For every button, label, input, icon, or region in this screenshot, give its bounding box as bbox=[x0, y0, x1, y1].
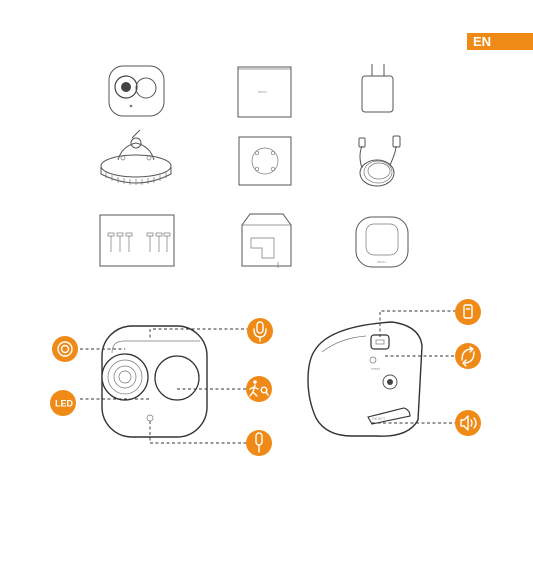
booklet-icon: imou bbox=[238, 67, 291, 117]
base-station-brand: imou bbox=[377, 259, 386, 264]
base-station-icon: imou bbox=[356, 217, 408, 267]
light-sensor-icon bbox=[246, 430, 272, 456]
camera-back-diagram: reset RESET bbox=[308, 322, 422, 436]
sync-button-icon bbox=[455, 343, 481, 369]
camera-front-icon bbox=[109, 66, 164, 116]
led-label: LED bbox=[55, 399, 74, 409]
microphone-icon bbox=[247, 318, 273, 344]
mount-base-icon bbox=[101, 130, 171, 185]
camera-front-diagram bbox=[102, 326, 207, 437]
power-adapter-icon bbox=[362, 64, 393, 112]
led-icon: LED bbox=[50, 390, 76, 416]
speaker-icon bbox=[455, 410, 481, 436]
usb-cable-icon bbox=[359, 136, 400, 186]
pir-sensor-icon bbox=[246, 376, 272, 402]
booklet-brand: imou bbox=[258, 89, 267, 94]
template-sheet-icon bbox=[239, 137, 291, 185]
lens-icon bbox=[52, 336, 78, 362]
usb-port-icon bbox=[455, 299, 481, 325]
screw-pack-icon bbox=[100, 215, 174, 266]
svg-text:reset: reset bbox=[371, 366, 381, 371]
waterproof-cover-icon bbox=[242, 214, 291, 268]
svg-text:RESET: RESET bbox=[372, 416, 386, 421]
